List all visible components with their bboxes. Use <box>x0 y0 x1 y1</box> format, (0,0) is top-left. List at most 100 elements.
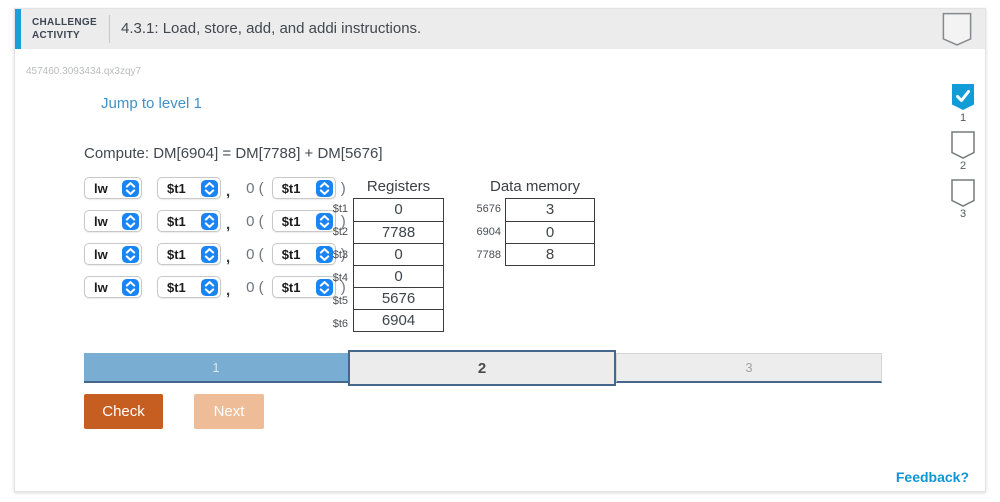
comma-text: , <box>226 248 231 266</box>
base-register-value: $t1 <box>281 279 301 295</box>
select-chevron-icon <box>315 278 333 296</box>
memory-value: 3 <box>545 201 555 218</box>
memory-address-labels: 5676 6904 7788 <box>463 198 501 267</box>
select-chevron-icon <box>201 212 218 230</box>
comma-text: , <box>226 281 231 299</box>
select-chevron-icon <box>201 278 218 296</box>
progress-segment-label: 3 <box>745 360 753 375</box>
rt-register-select[interactable]: $t1 <box>157 243 221 265</box>
feedback-link[interactable]: Feedback? <box>895 469 969 485</box>
close-paren-text: ) <box>340 278 346 296</box>
level-1-label: 1 <box>959 112 967 124</box>
select-chevron-icon <box>315 179 333 197</box>
header-divider <box>109 15 110 43</box>
rt-register-select[interactable]: $t1 <box>157 210 221 232</box>
base-register-select[interactable]: $t1 <box>271 243 336 265</box>
select-chevron-icon <box>201 179 218 197</box>
memory-value: 0 <box>506 221 594 243</box>
offset-open-paren-text: 0 ( <box>246 212 264 230</box>
close-paren-text: ) <box>340 179 346 197</box>
select-chevron-icon <box>122 278 139 296</box>
instruction-row-3: lw $t1 , 0 ( $t1 ) <box>84 243 346 266</box>
opcode-value: lw <box>94 213 108 229</box>
shield-icon <box>942 12 972 46</box>
register-label: $t2 <box>332 226 348 238</box>
next-button[interactable]: Next <box>194 394 264 429</box>
register-label: $t4 <box>332 272 348 284</box>
register-value: 0 <box>354 243 443 265</box>
opcode-select[interactable]: lw <box>84 243 142 265</box>
progress-segment-2-current: 2 <box>348 350 616 386</box>
instruction-row-1: lw $t1 , 0 ( $t1 ) <box>84 177 346 200</box>
level-2-shield-icon <box>951 131 975 159</box>
check-button[interactable]: Check <box>84 394 163 429</box>
select-chevron-icon <box>122 245 139 263</box>
select-chevron-icon <box>122 179 139 197</box>
register-value: 7788 <box>354 221 443 243</box>
instruction-rows: lw $t1 , 0 ( $t1 ) lw <box>84 177 346 309</box>
registers-title: Registers <box>366 178 431 195</box>
register-label: $t1 <box>332 203 348 215</box>
header-accent-bar <box>15 9 21 49</box>
rt-register-value: $t1 <box>167 180 186 196</box>
close-paren-text: ) <box>340 245 346 263</box>
activity-id: 457460.3093434.qx3zqy7 <box>26 66 142 77</box>
activity-card: CHALLENGE ACTIVITY 4.3.1: Load, store, a… <box>14 8 986 492</box>
badge-line-1: CHALLENGE <box>32 17 97 28</box>
rt-register-value: $t1 <box>167 279 186 295</box>
select-chevron-icon <box>315 212 333 230</box>
opcode-value: lw <box>94 246 108 262</box>
progress-segment-3: 3 <box>616 353 882 383</box>
progress-segment-label: 2 <box>477 359 487 377</box>
offset-open-paren-text: 0 ( <box>246 278 264 296</box>
register-value: 5676 <box>354 287 443 309</box>
data-memory-table: 3 0 8 <box>505 198 595 266</box>
register-value: 0 <box>394 201 403 218</box>
instruction-row-4: lw $t1 , 0 ( $t1 ) <box>84 276 346 299</box>
memory-address-label: 6904 <box>476 226 501 238</box>
progress-segment-label: 1 <box>212 359 220 375</box>
badge-line-2: ACTIVITY <box>32 30 80 41</box>
compute-prompt: Compute: DM[6904] = DM[7788] + DM[5676] <box>84 145 383 162</box>
opcode-value: lw <box>94 279 108 295</box>
offset-open-paren-text: 0 ( <box>246 179 264 197</box>
memory-address-label: 7788 <box>476 249 501 261</box>
data-memory-title: Data memory <box>489 178 581 195</box>
select-chevron-icon <box>201 245 218 263</box>
offset-open-paren-text: 0 ( <box>246 245 264 263</box>
select-chevron-icon <box>315 245 333 263</box>
register-value: 6904 <box>354 309 443 331</box>
register-labels: $t1 $t2 $t3 $t4 $t5 $t6 <box>308 198 348 336</box>
register-label: $t5 <box>332 295 348 307</box>
comma-text: , <box>226 182 231 200</box>
base-register-select[interactable]: $t1 <box>271 276 336 298</box>
opcode-select[interactable]: lw <box>84 177 142 199</box>
register-value: 0 <box>354 265 443 287</box>
instruction-row-2: lw $t1 , 0 ( $t1 ) <box>84 210 346 233</box>
base-register-value: $t1 <box>281 213 301 229</box>
base-register-select[interactable]: $t1 <box>271 177 336 199</box>
opcode-select[interactable]: lw <box>84 210 142 232</box>
level-indicators: 1 2 3 <box>949 83 977 227</box>
base-register-select[interactable]: $t1 <box>271 210 336 232</box>
rt-register-select[interactable]: $t1 <box>157 177 221 199</box>
memory-value: 8 <box>506 243 594 265</box>
level-3-shield-icon <box>951 179 975 207</box>
register-label: $t6 <box>332 318 348 330</box>
jump-to-level-link[interactable]: Jump to level 1 <box>101 95 202 112</box>
progress-bar: 1 2 3 <box>84 350 882 386</box>
base-register-value: $t1 <box>281 246 301 262</box>
activity-header: CHALLENGE ACTIVITY 4.3.1: Load, store, a… <box>15 9 985 49</box>
challenge-activity-badge: CHALLENGE ACTIVITY <box>32 16 97 42</box>
activity-title: 4.3.1: Load, store, add, and addi instru… <box>121 20 422 37</box>
opcode-select[interactable]: lw <box>84 276 142 298</box>
register-label: $t3 <box>332 249 348 261</box>
rt-register-select[interactable]: $t1 <box>157 276 221 298</box>
select-chevron-icon <box>122 212 139 230</box>
base-register-value: $t1 <box>281 180 301 196</box>
memory-address-label: 5676 <box>476 203 501 215</box>
level-1-checked-shield-icon <box>952 84 974 110</box>
comma-text: , <box>226 215 231 233</box>
close-paren-text: ) <box>340 212 346 230</box>
